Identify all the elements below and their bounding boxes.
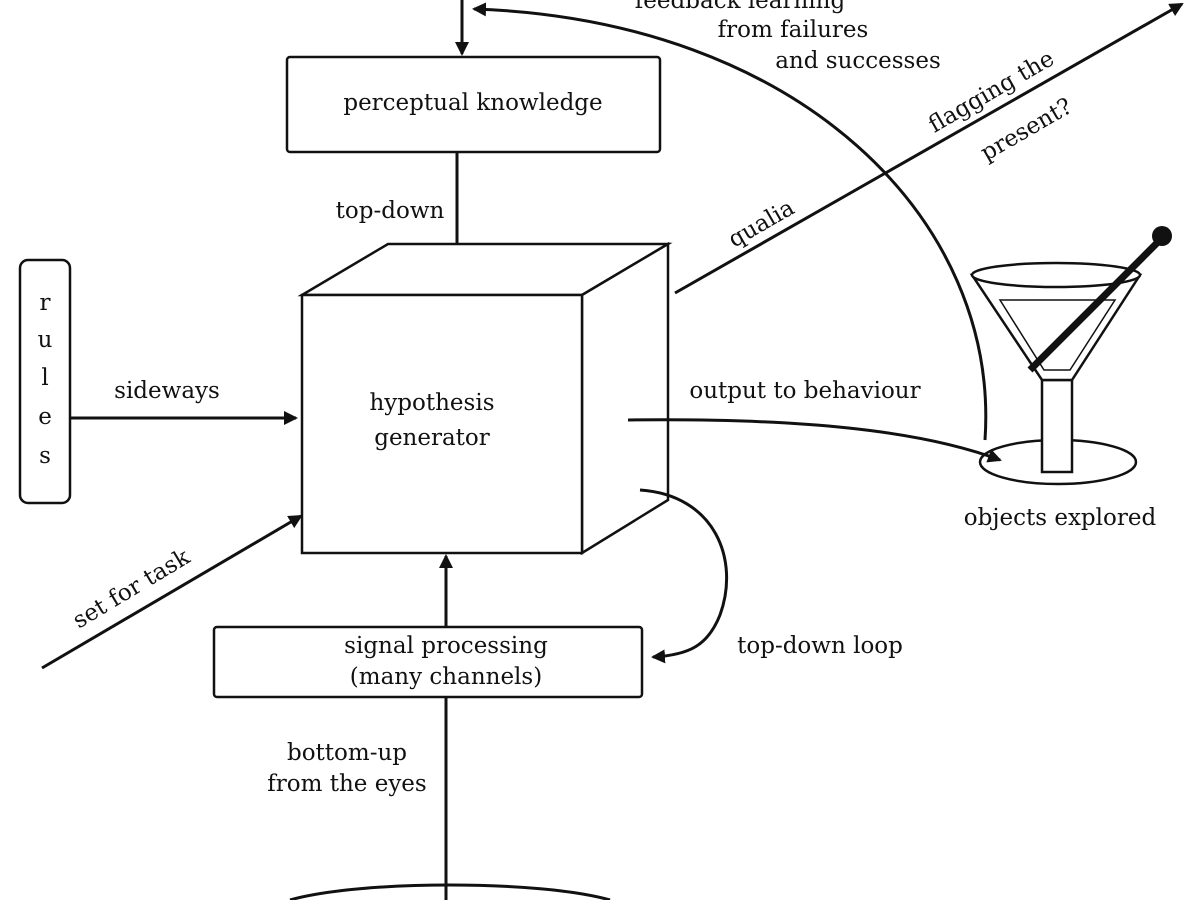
hypothesis-generator-cube	[297, 241, 673, 556]
hypothesis-label-line1: hypothesis	[369, 390, 494, 416]
rules-letter-u: u	[38, 327, 53, 353]
qualia-arrow	[674, 2, 1184, 295]
rules-letter-e: e	[38, 404, 52, 430]
objects-explored-label: objects explored	[964, 505, 1157, 531]
feedback-label-line2: from failures	[718, 17, 869, 43]
perceptual-knowledge-label: perceptual knowledge	[343, 90, 602, 116]
signal-processing-label-line1: signal processing	[344, 633, 548, 659]
rules-box	[18, 258, 72, 505]
rules-letter-l: l	[41, 365, 48, 391]
hypothesis-label-line2: generator	[374, 425, 490, 451]
bottom-up-label-line1: bottom-up	[287, 740, 407, 766]
rules-letter-r: r	[40, 290, 51, 316]
eye-arc	[289, 883, 611, 900]
rules-letter-s: s	[39, 443, 51, 469]
feedback-learning-arrow	[472, 2, 988, 441]
top-down-loop-label: top-down loop	[737, 633, 903, 659]
sideways-label: sideways	[114, 378, 220, 404]
signal-processing-label-line2: (many channels)	[350, 664, 542, 690]
bottom-up-label-line2: from the eyes	[267, 771, 426, 797]
output-to-behaviour-label: output to behaviour	[689, 378, 920, 404]
set-for-task-arrow	[41, 514, 303, 670]
signal-processing-box	[212, 625, 644, 699]
top-down-label: top-down	[336, 198, 445, 224]
feedback-label-line3: and successes	[775, 48, 941, 74]
top-down-loop-arrow	[639, 488, 729, 664]
perceptual-knowledge-box	[285, 55, 662, 154]
feedback-label-line1: feedback learning	[635, 0, 846, 14]
output-to-behaviour-arrow	[627, 418, 1002, 463]
martini-glass-icon	[969, 226, 1172, 486]
